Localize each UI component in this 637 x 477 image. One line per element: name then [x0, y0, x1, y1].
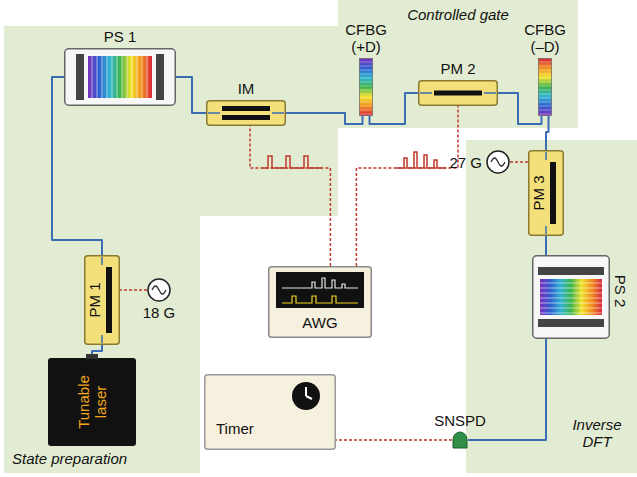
- spectrum-band: [88, 56, 152, 98]
- fiber-grating: CFBG (+D): [359, 58, 373, 116]
- region-label: State preparation: [12, 450, 198, 467]
- rf-cable: [356, 106, 458, 266]
- region-fill: [4, 26, 338, 473]
- phase-modulator-art: [418, 80, 498, 106]
- region-label: Inverse DFT: [566, 416, 628, 450]
- grating-body: [360, 59, 373, 116]
- component-label: Tunable laser: [75, 364, 109, 440]
- electrode: [222, 115, 270, 120]
- component-label: PM 1: [86, 282, 103, 317]
- region-panel: PM 3 27 G PS 2 Inverse DFT: [466, 140, 637, 473]
- generator-body: [269, 267, 372, 338]
- component-label: AWG: [268, 314, 372, 331]
- component-label: PS 1: [104, 28, 137, 45]
- time-tagger: Timer: [204, 374, 336, 450]
- pm-drive-pulses: [396, 152, 446, 168]
- timer-body: [205, 375, 336, 450]
- intensity-modulator-art: [206, 100, 286, 126]
- shaper-body: [533, 256, 610, 339]
- electrode: [550, 162, 556, 224]
- pulse-shaper-art: [532, 255, 610, 339]
- rf-oscillator: 18 G: [147, 278, 171, 302]
- component-label: CFBG (–D): [519, 21, 571, 55]
- pulse-shaper: PS 1: [64, 48, 176, 106]
- time-tagger-art: [204, 374, 336, 450]
- photon-detector: SNSPD: [452, 432, 468, 448]
- laser-body: [48, 358, 136, 446]
- component-label: IM: [238, 80, 255, 97]
- component-label: SNSPD: [434, 412, 486, 429]
- electrode: [106, 267, 112, 333]
- generator-screen: [276, 272, 364, 308]
- electrode: [222, 106, 270, 111]
- phase-modulator: PM 2: [418, 80, 498, 106]
- modulator-body: [207, 101, 286, 126]
- fiber-grating-art: [538, 58, 552, 116]
- region-panel: CFBG (+D) CFBG (–D) PM 2 Controlled gate: [338, 0, 578, 128]
- waveform-generator: AWG: [268, 266, 372, 338]
- intensity-modulator: IM: [206, 100, 286, 126]
- component-label: CFBG (+D): [340, 21, 392, 55]
- rf-cable: [336, 439, 452, 441]
- fiber-grating-art: [359, 58, 373, 116]
- region-fill: [466, 140, 637, 473]
- electrode: [434, 91, 482, 96]
- rf-oscillator-art: [486, 150, 510, 174]
- phase-modulator: PM 3: [528, 150, 564, 236]
- detector-symbol: [453, 432, 467, 448]
- modulator-body: [529, 151, 564, 236]
- grating-body: [539, 59, 552, 116]
- component-label: Timer: [216, 420, 254, 437]
- component-label: 18 G: [143, 304, 176, 321]
- optical-fiber: [545, 236, 547, 255]
- fiber-grating: CFBG (–D): [538, 58, 552, 116]
- pulse-shaper: PS 2: [532, 255, 610, 339]
- laser-source: Tunable laser: [48, 358, 136, 446]
- region-fill: [338, 0, 578, 128]
- phase-modulator: PM 1: [84, 255, 120, 345]
- region-label: Controlled gate: [338, 6, 578, 23]
- oscillator-symbol: [148, 279, 170, 301]
- component-label: 27 G: [449, 154, 482, 171]
- spectrum-band: [540, 279, 602, 315]
- oscillator-symbol: [487, 151, 509, 173]
- modulator-body: [85, 256, 120, 345]
- pulse-shaper-art: [64, 48, 176, 106]
- component-label: PM 2: [440, 60, 475, 77]
- modulator-body: [419, 81, 498, 106]
- clock-icon: [292, 382, 320, 410]
- component-label: PS 2: [612, 275, 629, 308]
- photon-detector-art: [452, 432, 468, 448]
- component-label: PM 3: [530, 175, 547, 210]
- shaper-body: [65, 49, 176, 106]
- rf-oscillator: 27 G: [486, 150, 510, 174]
- rf-oscillator-art: [147, 278, 171, 302]
